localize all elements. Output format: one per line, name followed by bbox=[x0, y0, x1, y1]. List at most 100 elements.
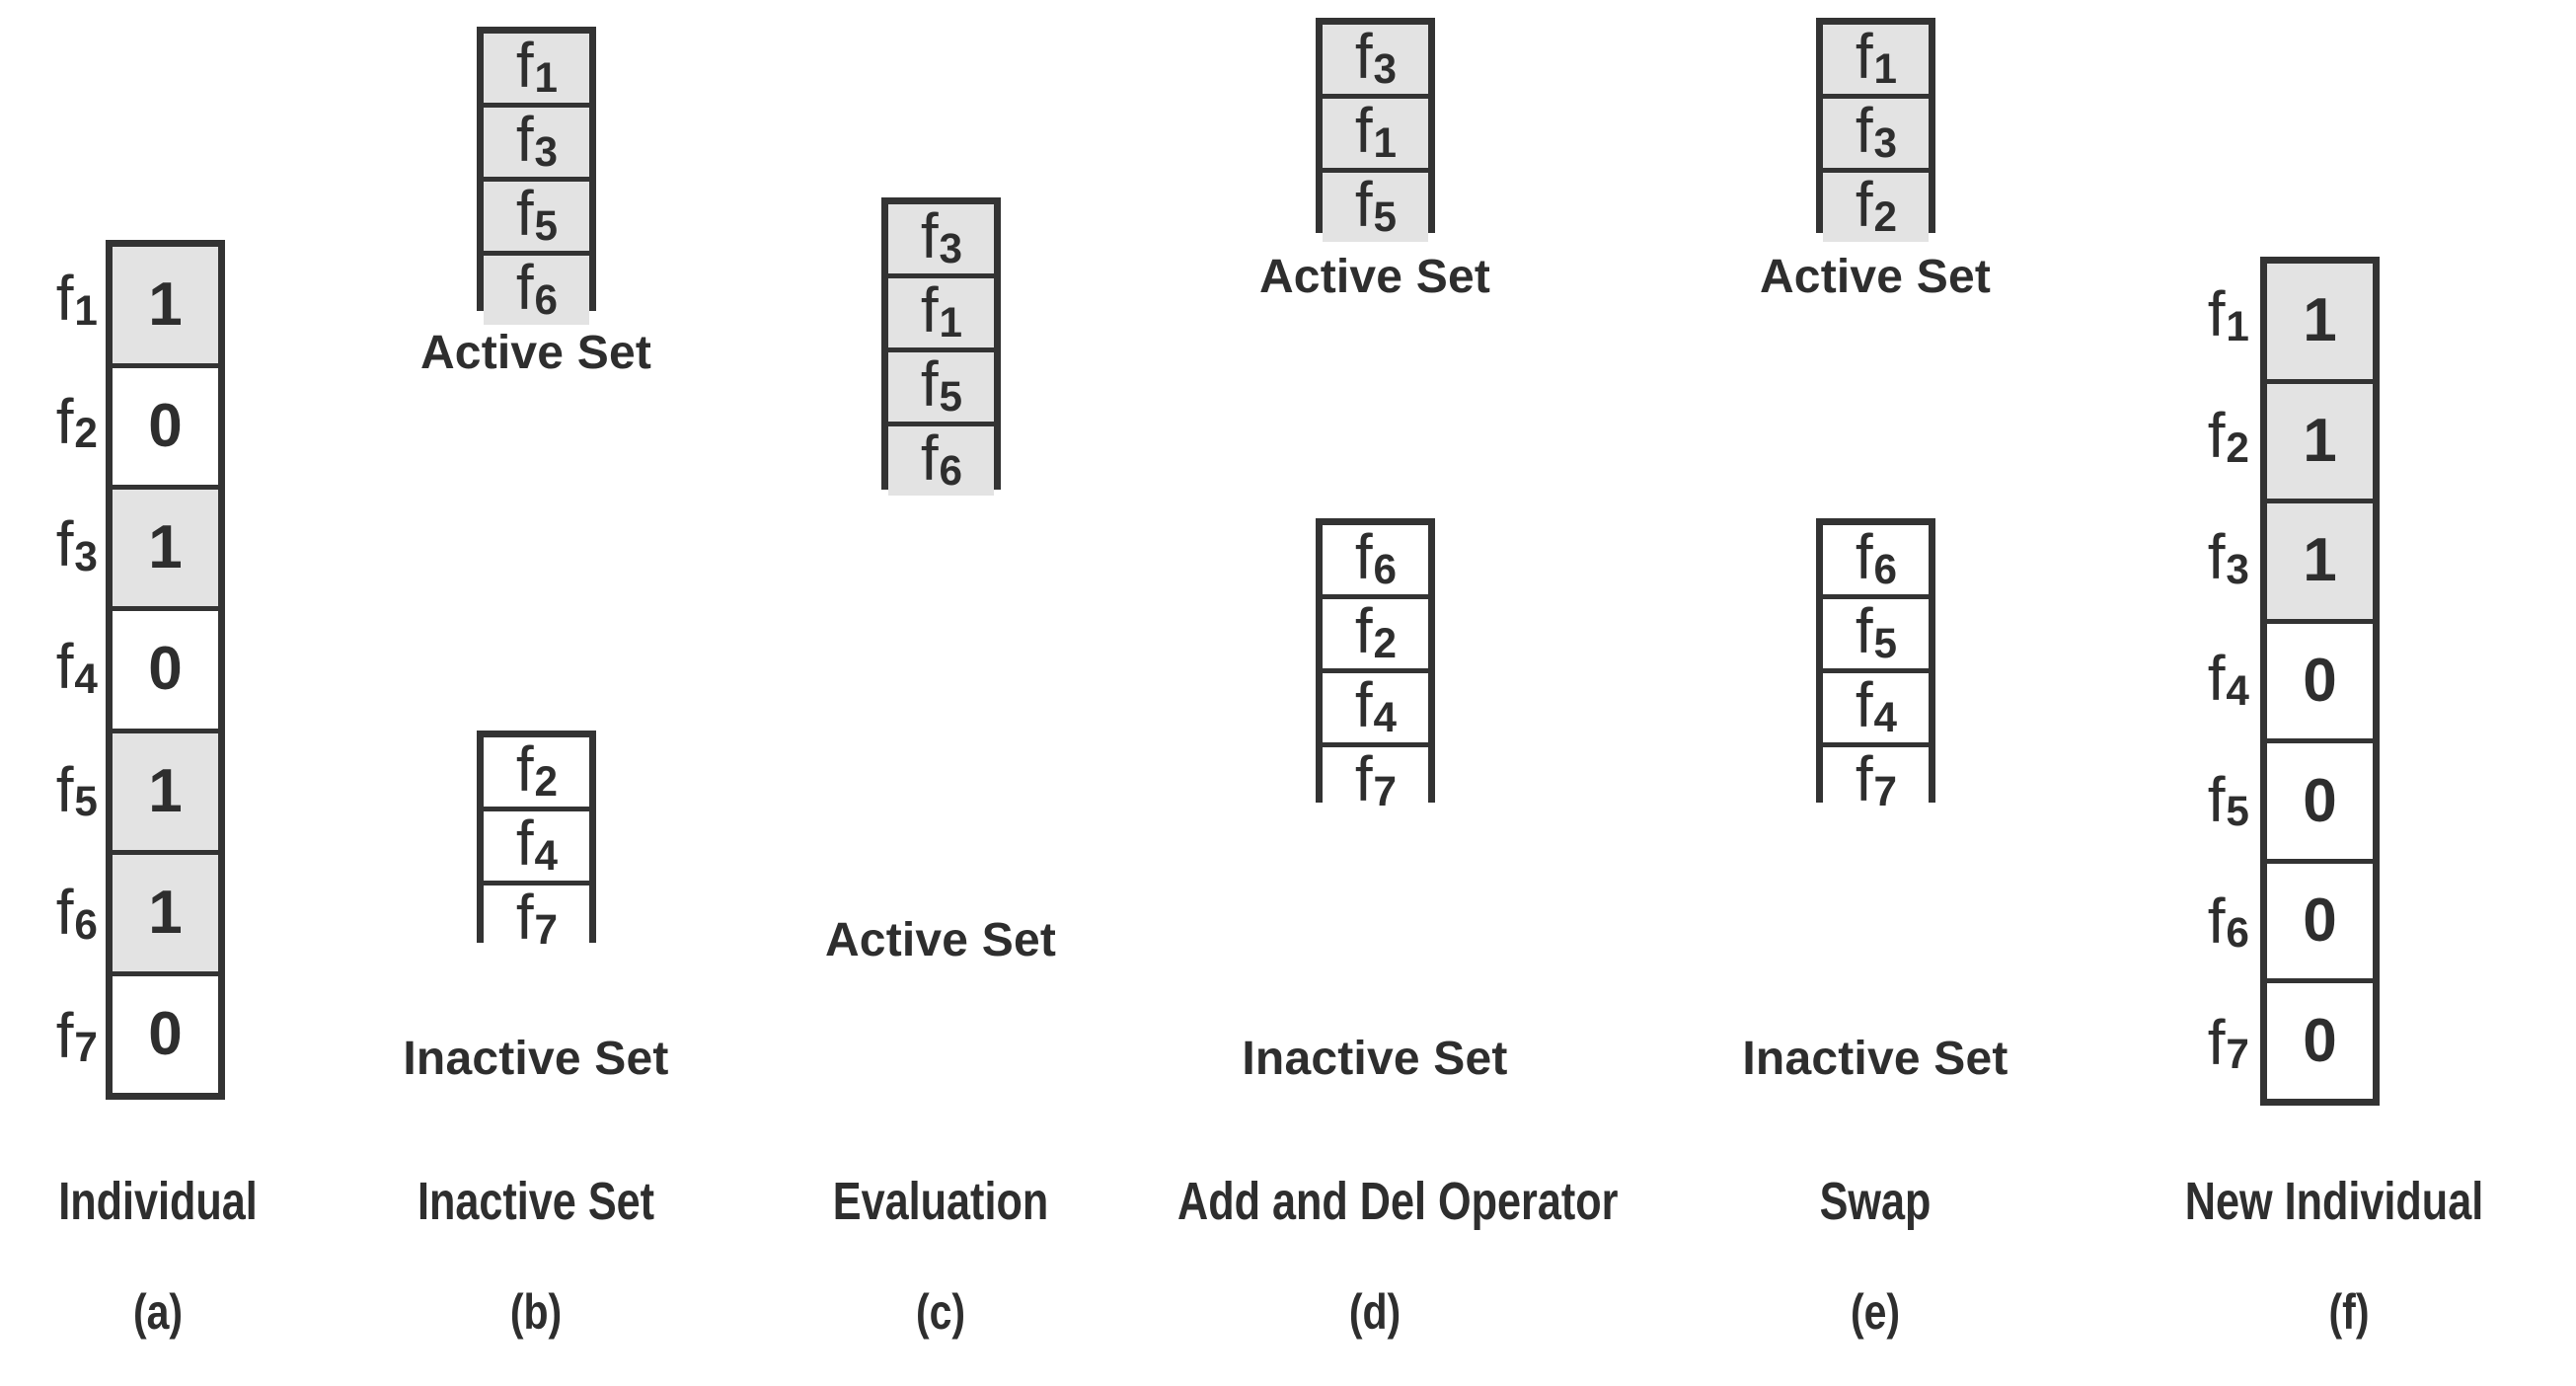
subscript: 5 bbox=[2226, 788, 2249, 835]
bit-cell[interactable]: 0 bbox=[2267, 623, 2373, 744]
subscript: 5 bbox=[1373, 192, 1397, 240]
subscript: 4 bbox=[1873, 693, 1897, 740]
subscript: 7 bbox=[74, 1024, 98, 1071]
subscript: 7 bbox=[2226, 1031, 2249, 1078]
panel-a-caption: Individual bbox=[58, 1172, 258, 1231]
subscript: 4 bbox=[74, 655, 98, 703]
panel-f-id: (f) bbox=[2328, 1284, 2370, 1340]
subscript: 2 bbox=[2226, 424, 2249, 471]
bit-cell[interactable]: 1 bbox=[113, 854, 218, 976]
panel-c-active-set-label: Active Set bbox=[824, 914, 1057, 966]
panel-b-id: (b) bbox=[509, 1284, 563, 1340]
subscript: 3 bbox=[74, 532, 98, 579]
panel-c-caption: Evaluation bbox=[832, 1172, 1049, 1231]
subscript: 4 bbox=[1373, 693, 1397, 740]
subscript: 1 bbox=[939, 298, 962, 346]
bit-cell[interactable]: 0 bbox=[2267, 983, 2373, 1100]
bit-cell[interactable]: 1 bbox=[2267, 264, 2373, 384]
panel-d-active-set-label: Active Set bbox=[1258, 251, 1491, 303]
bit-cell[interactable]: 1 bbox=[2267, 383, 2373, 504]
bit-cell[interactable]: 0 bbox=[2267, 863, 2373, 984]
bit-cell[interactable]: 1 bbox=[113, 490, 218, 612]
panel-b-inactive-set-label: Inactive Set bbox=[403, 1033, 669, 1085]
panel-c-id: (c) bbox=[915, 1284, 966, 1340]
subscript: 7 bbox=[534, 905, 558, 953]
bit-cell[interactable]: 0 bbox=[113, 368, 218, 491]
subscript: 2 bbox=[1373, 619, 1397, 666]
panel-f-caption: New Individual bbox=[2184, 1172, 2484, 1231]
bit-cell[interactable]: 1 bbox=[113, 732, 218, 855]
bit-cell[interactable]: 1 bbox=[113, 247, 218, 369]
panel-e-caption: Swap bbox=[1819, 1172, 1932, 1231]
subscript: 1 bbox=[1373, 118, 1397, 166]
panel-d-caption: Add and Del Operator bbox=[1177, 1172, 1619, 1231]
panel-e-active-set-label: Active Set bbox=[1759, 251, 1992, 303]
bit-cell[interactable]: 0 bbox=[113, 975, 218, 1093]
subscript: 3 bbox=[534, 127, 558, 175]
subscript: 3 bbox=[1373, 44, 1397, 92]
subscript: 3 bbox=[939, 224, 962, 271]
subscript: 1 bbox=[534, 53, 558, 101]
subscript: 2 bbox=[534, 757, 558, 805]
subscript: 4 bbox=[534, 831, 558, 879]
subscript: 6 bbox=[939, 446, 962, 494]
subscript: 7 bbox=[1373, 767, 1397, 814]
bit-cell[interactable]: 1 bbox=[2267, 503, 2373, 624]
subscript: 1 bbox=[2226, 302, 2249, 349]
bit-cell[interactable]: 0 bbox=[2267, 743, 2373, 864]
subscript: 5 bbox=[74, 778, 98, 825]
subscript: 5 bbox=[939, 372, 962, 420]
bit-cell[interactable]: 0 bbox=[113, 611, 218, 733]
subscript: 1 bbox=[1873, 44, 1897, 92]
panel-b-caption: Inactive Set bbox=[417, 1172, 655, 1231]
subscript: 4 bbox=[2226, 666, 2249, 714]
